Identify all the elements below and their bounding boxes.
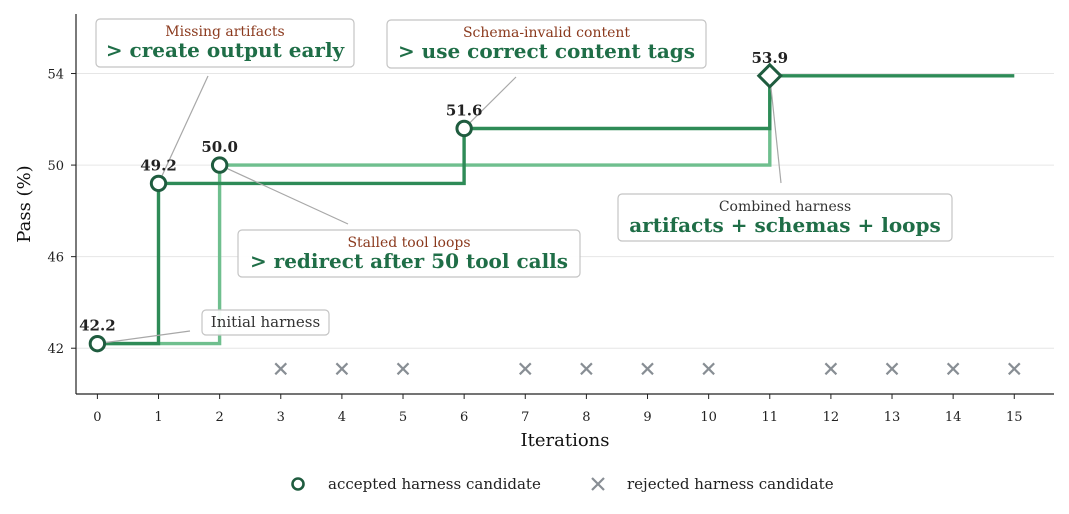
rejected-cross-b [824, 362, 838, 376]
rejected-cross-b [641, 362, 654, 376]
annotation-frame [95, 18, 355, 68]
annotation-action: > redirect after 50 tool calls [250, 249, 568, 273]
y-tick-label: 42 [47, 342, 64, 357]
annotation-box: Missing artifacts> create output early [95, 18, 355, 68]
x-tick-label: 1 [154, 410, 162, 425]
rejected-candidate-marker [1007, 362, 1021, 376]
data-label: 50.0 [201, 138, 238, 156]
x-tick-label: 0 [93, 410, 101, 425]
y-tick-label: 46 [47, 251, 64, 266]
annotation-title: Initial harness [211, 313, 320, 331]
legend-rejected-label: rejected harness candidate [627, 475, 834, 493]
rejected-cross-b [702, 362, 715, 376]
annotation-box: Schema-invalid content> use correct cont… [386, 19, 707, 69]
legend: accepted harness candidate rejected harn… [291, 475, 834, 493]
x-tick-label: 8 [582, 410, 590, 425]
rejected-candidate-marker [946, 362, 960, 376]
rejected-cross-b [335, 362, 349, 376]
accepted-markers [88, 62, 783, 353]
x-tick-label: 6 [460, 410, 468, 425]
rejected-candidate-marker [641, 362, 654, 376]
data-label: 42.2 [79, 317, 116, 335]
x-tick-label: 2 [216, 410, 224, 425]
rejected-cross-b [580, 362, 593, 376]
annotation-frame [617, 193, 953, 242]
annotation-title: Combined harness [719, 199, 851, 215]
rejected-candidate-marker [274, 362, 288, 376]
y-axis-label: Pass (%) [14, 165, 35, 242]
rejected-cross-b [274, 362, 288, 376]
data-label: 49.2 [140, 156, 177, 174]
x-tick-label: 9 [643, 410, 651, 425]
x-axis-label: Iterations [521, 430, 610, 451]
annotation-action: artifacts + schemas + loops [629, 213, 941, 237]
rejected-candidate-marker [824, 362, 838, 376]
rejected-candidate-marker [580, 362, 593, 376]
x-tick-label: 3 [277, 410, 285, 425]
annotation-box: Initial harness [201, 309, 330, 336]
annotation-title: Stalled tool loops [347, 235, 470, 251]
rejected-candidate-marker [335, 362, 349, 376]
annotation-frame [237, 229, 581, 278]
rejected-cross-b [1007, 362, 1021, 376]
accepted-circle-marker [455, 119, 473, 138]
rejected-candidate-marker [518, 362, 532, 376]
data-label: 53.9 [751, 49, 788, 67]
x-tick-label: 13 [884, 410, 901, 425]
rejected-cross-b [396, 362, 410, 376]
annotation-frame [386, 19, 707, 69]
y-tick-label: 50 [47, 159, 64, 174]
x-tick-label: 14 [945, 410, 962, 425]
legend-accepted-marker [291, 477, 305, 491]
annotation-title: Schema-invalid content [463, 25, 630, 41]
annotation-action: > use correct content tags [398, 39, 695, 63]
rejected-markers [274, 362, 1021, 376]
rejected-cross-b [946, 362, 960, 376]
axes [75, 14, 1054, 395]
annotation-action: > create output early [106, 38, 346, 62]
rejected-cross-b [518, 362, 532, 376]
annotation-box: Stalled tool loops> redirect after 50 to… [237, 229, 581, 278]
x-tick-label: 4 [338, 410, 346, 425]
annotation-leader-line [463, 76, 517, 129]
annotation-leader-line [219, 164, 349, 225]
annotation-title: Missing artifacts [165, 24, 284, 40]
annotation-leader-line [97, 330, 191, 345]
x-tick-label: 12 [823, 410, 840, 425]
annotation-leaders [97, 75, 782, 345]
rejected-cross-b [885, 362, 899, 376]
x-tick-label: 15 [1006, 410, 1023, 425]
rejected-candidate-marker [396, 362, 410, 376]
value-labels: 42.2 49.2 50.0 51.6 53.9 [79, 49, 788, 335]
accepted-circle-marker [88, 334, 107, 353]
accepted-diamond-marker [756, 62, 783, 89]
annotations: Missing artifacts> create output early Sc… [95, 18, 953, 336]
rejected-candidate-marker [702, 362, 715, 376]
x-tick-label: 7 [521, 410, 529, 425]
legend-rejected-marker [591, 477, 605, 491]
accepted-circle-marker [149, 174, 168, 193]
accepted-circle-marker [210, 156, 229, 174]
annotation-leader-line [769, 75, 782, 184]
x-tick-label: 10 [700, 410, 717, 425]
y-tick-label: 54 [47, 68, 64, 83]
data-label: 51.6 [446, 101, 483, 119]
annotation-frame [201, 309, 330, 336]
annotation-leader-line [157, 75, 209, 184]
x-tick-label: 5 [399, 410, 407, 425]
rejected-candidate-marker [885, 362, 899, 376]
x-tick-label: 11 [761, 410, 778, 425]
legend-accepted-label: accepted harness candidate [328, 475, 541, 493]
